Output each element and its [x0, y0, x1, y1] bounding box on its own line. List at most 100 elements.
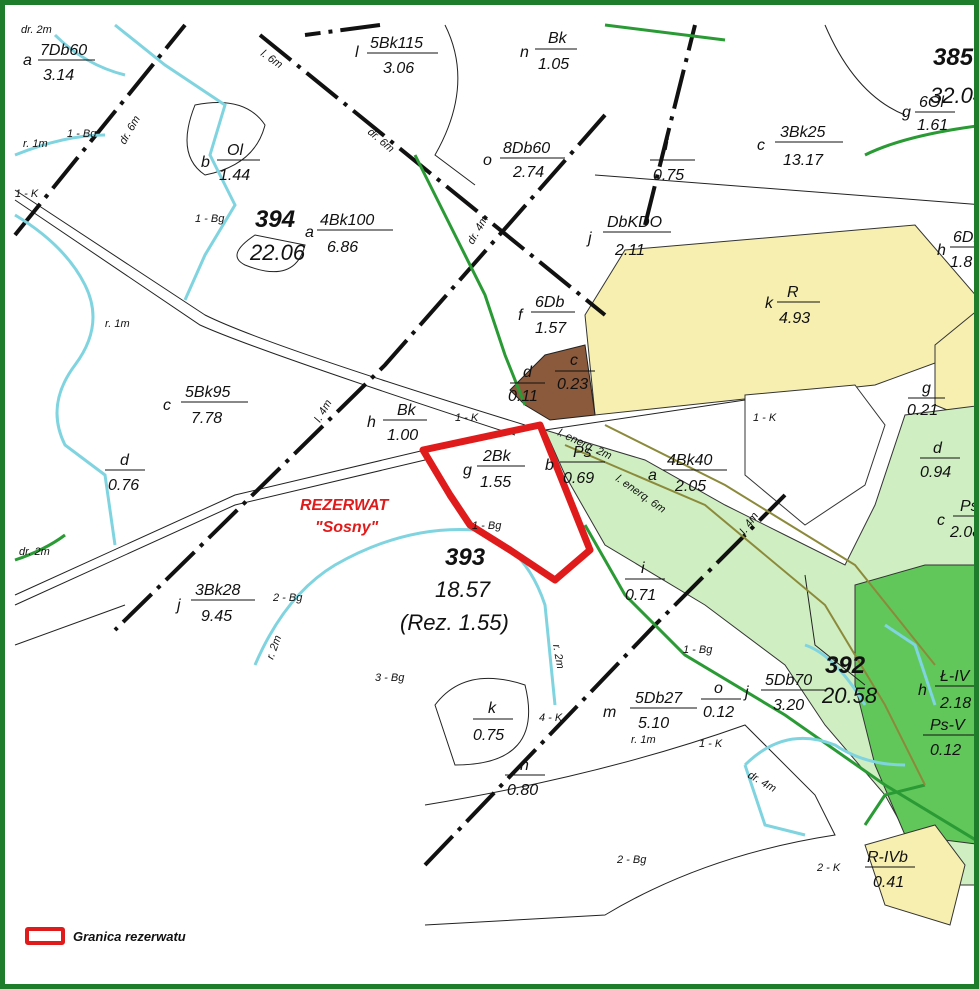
subdivision-code: 5Bk115: [370, 35, 423, 52]
subdivision-code: 4Bk40: [667, 452, 712, 469]
subdivision-code: 6Db: [535, 294, 564, 311]
subdivision-letter: g: [463, 462, 472, 479]
symbol-label: 1 - Bg: [472, 520, 502, 532]
subdivision-letter: h: [918, 682, 927, 699]
subdivision-letter: k: [765, 295, 774, 312]
subdivision-area: 1.61: [917, 117, 948, 134]
power-lines: [564, 424, 936, 786]
subdivision-letter: b: [201, 154, 210, 171]
subdivision-area: 2.11: [614, 242, 645, 259]
subdivision-code: Bk: [397, 402, 417, 419]
subdivision-code: 5Db27: [635, 690, 683, 707]
meadow-polygon: [544, 405, 974, 886]
road-width-label: dr. 2m: [19, 546, 50, 558]
subdivision-area: 6.86: [327, 239, 358, 256]
symbol-label: 1 - K: [455, 412, 479, 424]
subdivision-code: 3Bk25: [780, 124, 825, 141]
compartment-385-area: 32.04: [930, 83, 979, 108]
symbol-label: 1 - K: [15, 188, 39, 200]
subdivision-letter: j: [175, 597, 181, 614]
subdivision-labels: a 7Db60 3.14 l 5Bk115 3.06 n Bk 1.05 g 6…: [23, 30, 979, 891]
symbol-label: 1 - Bg: [67, 128, 97, 140]
subdivision-area: 0.76: [108, 477, 139, 494]
subdivision-area: 5.10: [638, 715, 669, 732]
arable-field-right-polygon: [934, 312, 974, 422]
subdivision-code: 4Bk100: [320, 212, 374, 229]
subdivision-area: 0.12: [703, 704, 734, 721]
subdivision-letter: n: [520, 757, 529, 774]
subdivision-area: 1.55: [480, 474, 511, 491]
subdivision-code: 5Bk95: [185, 384, 230, 401]
forest-map: 394 22.06 393 18.57 (Rez. 1.55) 392 20.5…: [13, 23, 979, 926]
subdivision-code: Ps: [960, 498, 979, 515]
reserve-boundary-polygon: [419, 421, 594, 584]
subdivision-letter: i: [641, 560, 645, 577]
legend: Granica rezerwatu: [25, 927, 186, 945]
subdivision-code: Ps-V: [930, 717, 966, 734]
subdivision-area: 1.87: [950, 254, 979, 271]
subdivision-code: Ps: [573, 444, 592, 461]
subdivision-letter: i: [665, 137, 669, 154]
subdivision-area: 2.18: [939, 695, 971, 712]
symbol-label: 2 - Bg: [616, 854, 647, 866]
map-symbols: 1 - Bg 1 - Bg 1 - Bg 1 - Bg 2 - Bg 2 - B…: [15, 128, 841, 874]
subdivision-letter: g: [902, 104, 911, 121]
subdivision-letter: d: [933, 440, 943, 457]
compartment-393-number: 393: [445, 544, 486, 571]
subdivision-code: 2Bk: [482, 448, 512, 465]
subdivision-code: 3Bk28: [195, 582, 240, 599]
subdivision-letter: j: [743, 684, 749, 701]
subdivision-area: 0.75: [473, 727, 504, 744]
subdivision-area: 0.69: [563, 470, 594, 487]
compartment-392-area: 20.58: [821, 683, 878, 708]
subdivision-letter: a: [305, 224, 314, 241]
subdivision-letter: o: [714, 680, 723, 697]
reserve-name-line1: REZERWAT: [300, 497, 390, 514]
white-cutout-polygon: [744, 384, 886, 526]
subdivision-letter: k: [488, 700, 497, 717]
subdivision-area: 0.11: [508, 388, 538, 405]
subdivision-area: 2.74: [512, 164, 544, 181]
roads: [14, 23, 974, 841]
subdivision-letter: b: [545, 457, 554, 474]
subdivision-area: 3.06: [383, 60, 414, 77]
arable-field-polygon: [584, 224, 974, 416]
subdivision-area: 13.17: [783, 152, 824, 169]
subdivision-letter: h: [367, 414, 376, 431]
subdivision-letter: d: [120, 452, 130, 469]
symbol-label: 3 - Bg: [375, 672, 405, 684]
subdivision-code: R: [787, 284, 799, 301]
subdivision-code: Ol: [227, 142, 243, 159]
subdivision-letter: m: [603, 704, 616, 721]
subdivision-area: 0.23: [557, 376, 588, 393]
subdivision-area: 2.05: [674, 478, 706, 495]
subdivision-letter: n: [520, 44, 529, 61]
subdivision-letter: a: [23, 52, 32, 69]
subdivision-area: 0.94: [920, 464, 951, 481]
symbol-label: 1 - K: [699, 738, 723, 750]
subdivision-code: 6Ol: [919, 94, 944, 111]
compartment-393-rez: (Rez. 1.55): [400, 610, 509, 635]
subdivision-code: R-IVb: [867, 849, 908, 866]
compartment-394-area: 22.06: [249, 240, 306, 265]
compartment-385-number: 385: [933, 44, 974, 71]
road-width-label: dr. 2m: [21, 24, 52, 36]
symbol-label: 1 - Bg: [195, 213, 225, 225]
subdivision-area: 0.71: [625, 587, 656, 604]
subdivision-code: Ł-IV: [940, 668, 971, 685]
road-width-label: r. 2m: [550, 643, 566, 669]
subdivision-code: Bk: [548, 30, 568, 47]
subdivision-area: 0.21: [907, 402, 938, 419]
subdivision-area: 1.57: [535, 320, 567, 337]
subdivision-letter: o: [483, 152, 492, 169]
subdivision-area: 1.44: [219, 167, 250, 184]
road-width-label: r. 1m: [23, 138, 48, 150]
symbol-label: 1 - Bg: [683, 644, 713, 656]
subdivision-area: 4.93: [779, 310, 810, 327]
subdivision-letter: c: [757, 137, 765, 154]
subdivision-letter: g: [922, 380, 931, 397]
road-width-label: dr. 6m: [117, 114, 143, 147]
compartment-392-number: 392: [825, 652, 866, 679]
subdivision-code: DbKDO: [607, 214, 662, 231]
